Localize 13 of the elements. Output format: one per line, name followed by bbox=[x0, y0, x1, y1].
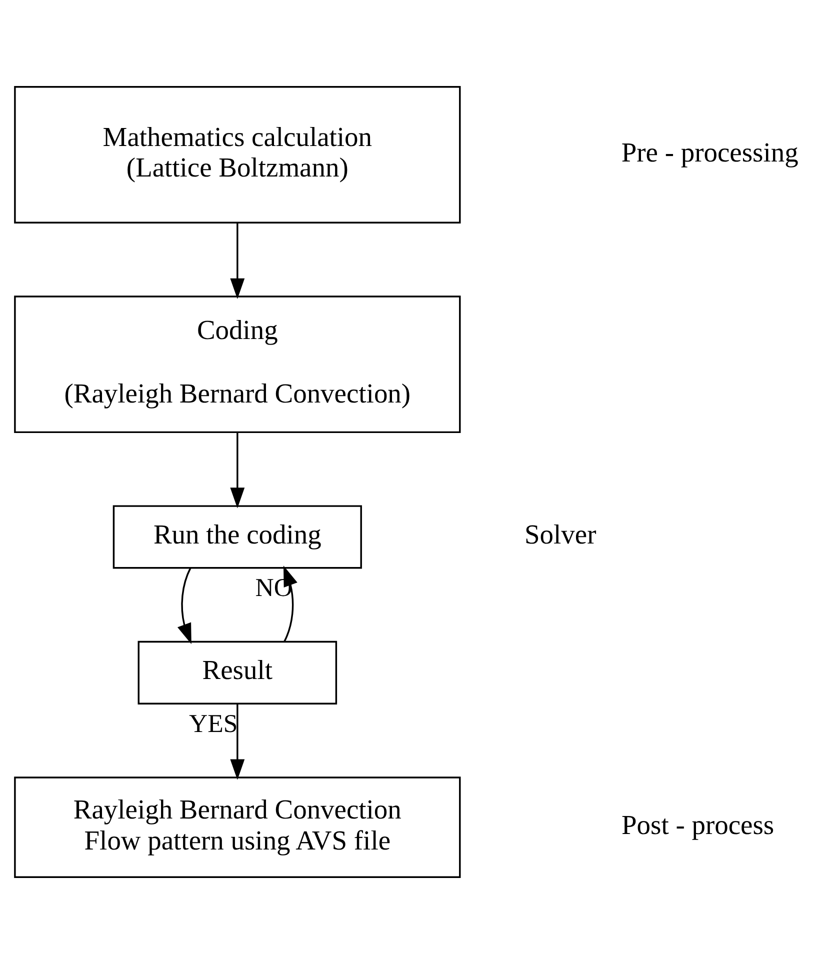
label: Post - process bbox=[622, 810, 774, 840]
node-box: Result bbox=[138, 640, 338, 704]
arrow bbox=[230, 704, 245, 780]
node-box: Mathematics calculation (Lattice Boltzmann) bbox=[14, 86, 461, 224]
arrow bbox=[230, 432, 245, 508]
node-box: Coding (Rayleigh Bernard Convection) bbox=[14, 296, 461, 434]
node-box: Run the coding bbox=[112, 505, 362, 569]
arrow bbox=[177, 568, 192, 644]
label: Pre - processing bbox=[621, 137, 798, 168]
node-box: Rayleigh Bernard Convection Flow pattern using AVS file bbox=[14, 776, 461, 878]
label: Solver bbox=[524, 520, 596, 550]
arrow bbox=[230, 222, 245, 299]
edge-label: YES bbox=[189, 709, 238, 738]
